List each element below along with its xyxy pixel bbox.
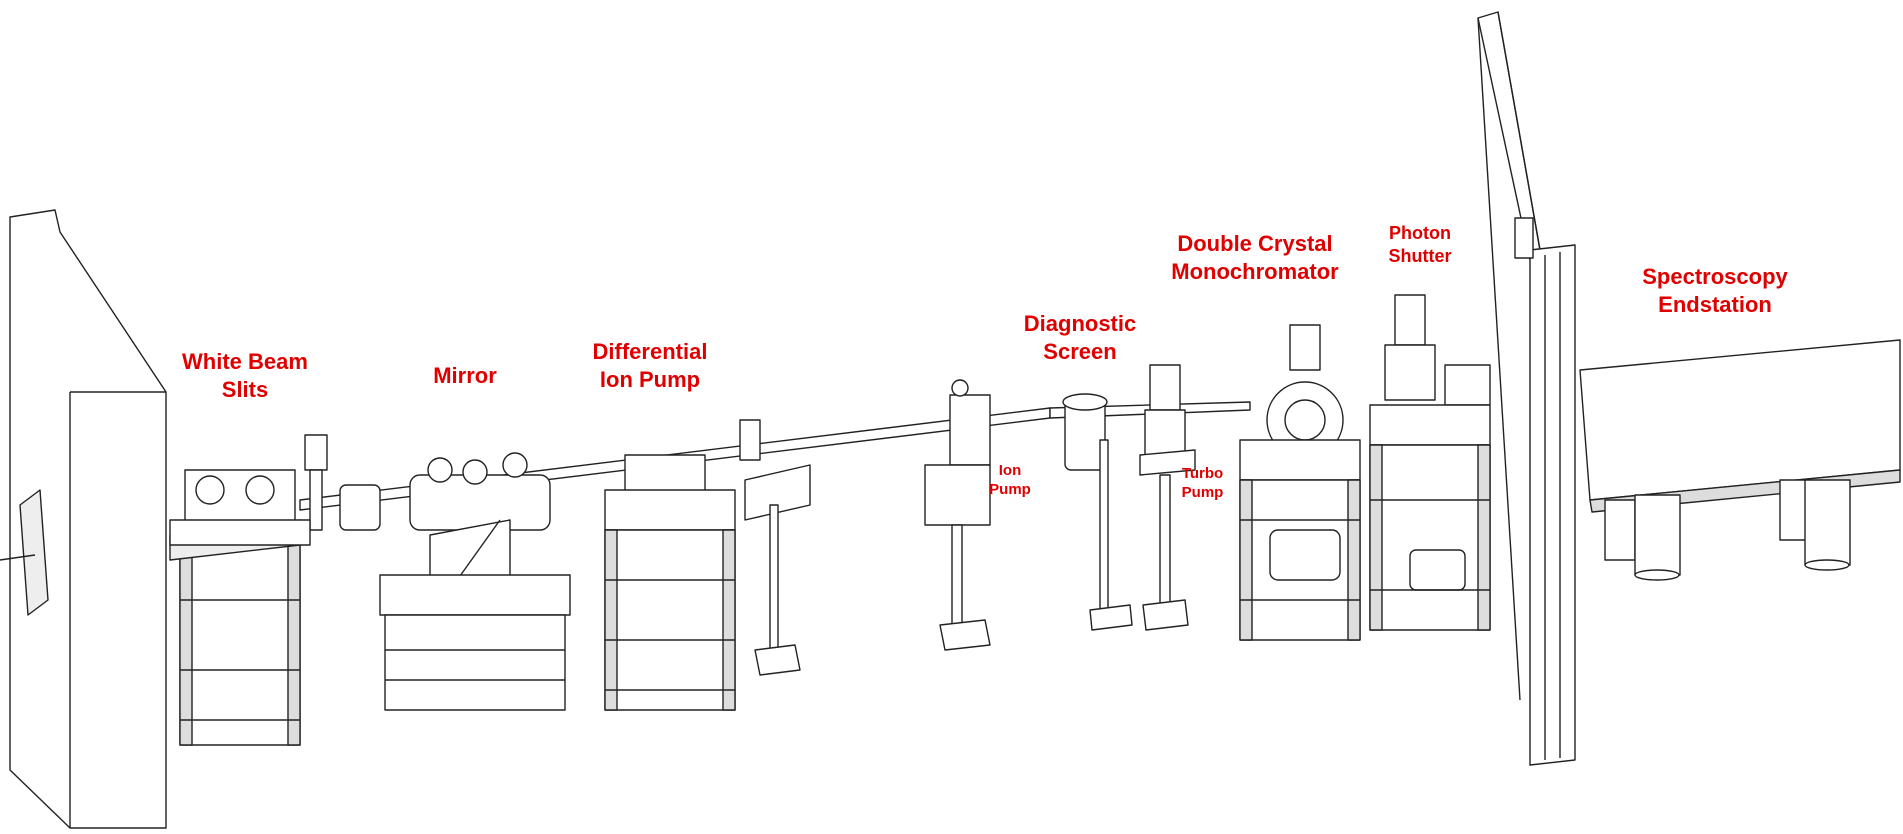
label-mirror: Mirror (433, 363, 497, 388)
white-beam-slits-assembly (169, 434, 328, 746)
label-ion-pump: Ion Pump (989, 462, 1031, 498)
ion-pump-assembly (924, 379, 991, 651)
label-white-beam-slits: White Beam Slits (182, 349, 308, 402)
shield-wall (0, 209, 167, 829)
support-post-1 (739, 419, 811, 676)
hutch-wall (1477, 11, 1576, 766)
mirror-assembly (339, 452, 571, 711)
label-turbo-pump: Turbo Pump (1181, 465, 1224, 501)
photon-shutter-assembly (1369, 294, 1491, 631)
label-photon-shutter: Photon Shutter (1388, 223, 1452, 266)
label-diagnostic-screen: Diagnostic Screen (1023, 311, 1137, 364)
differential-ion-pump-assembly (604, 454, 736, 711)
label-differential-ion-pump: Differential Ion Pump (592, 339, 708, 392)
turbo-pump-assembly (1139, 364, 1196, 631)
spectroscopy-table (1579, 339, 1901, 581)
diagnostic-screen-assembly (1062, 393, 1133, 631)
label-double-crystal-monochromator: Double Crystal Monochromator (1171, 231, 1339, 284)
label-spectroscopy-endstation: Spectroscopy Endstation (1642, 264, 1788, 317)
monochromator-assembly (1239, 324, 1361, 641)
